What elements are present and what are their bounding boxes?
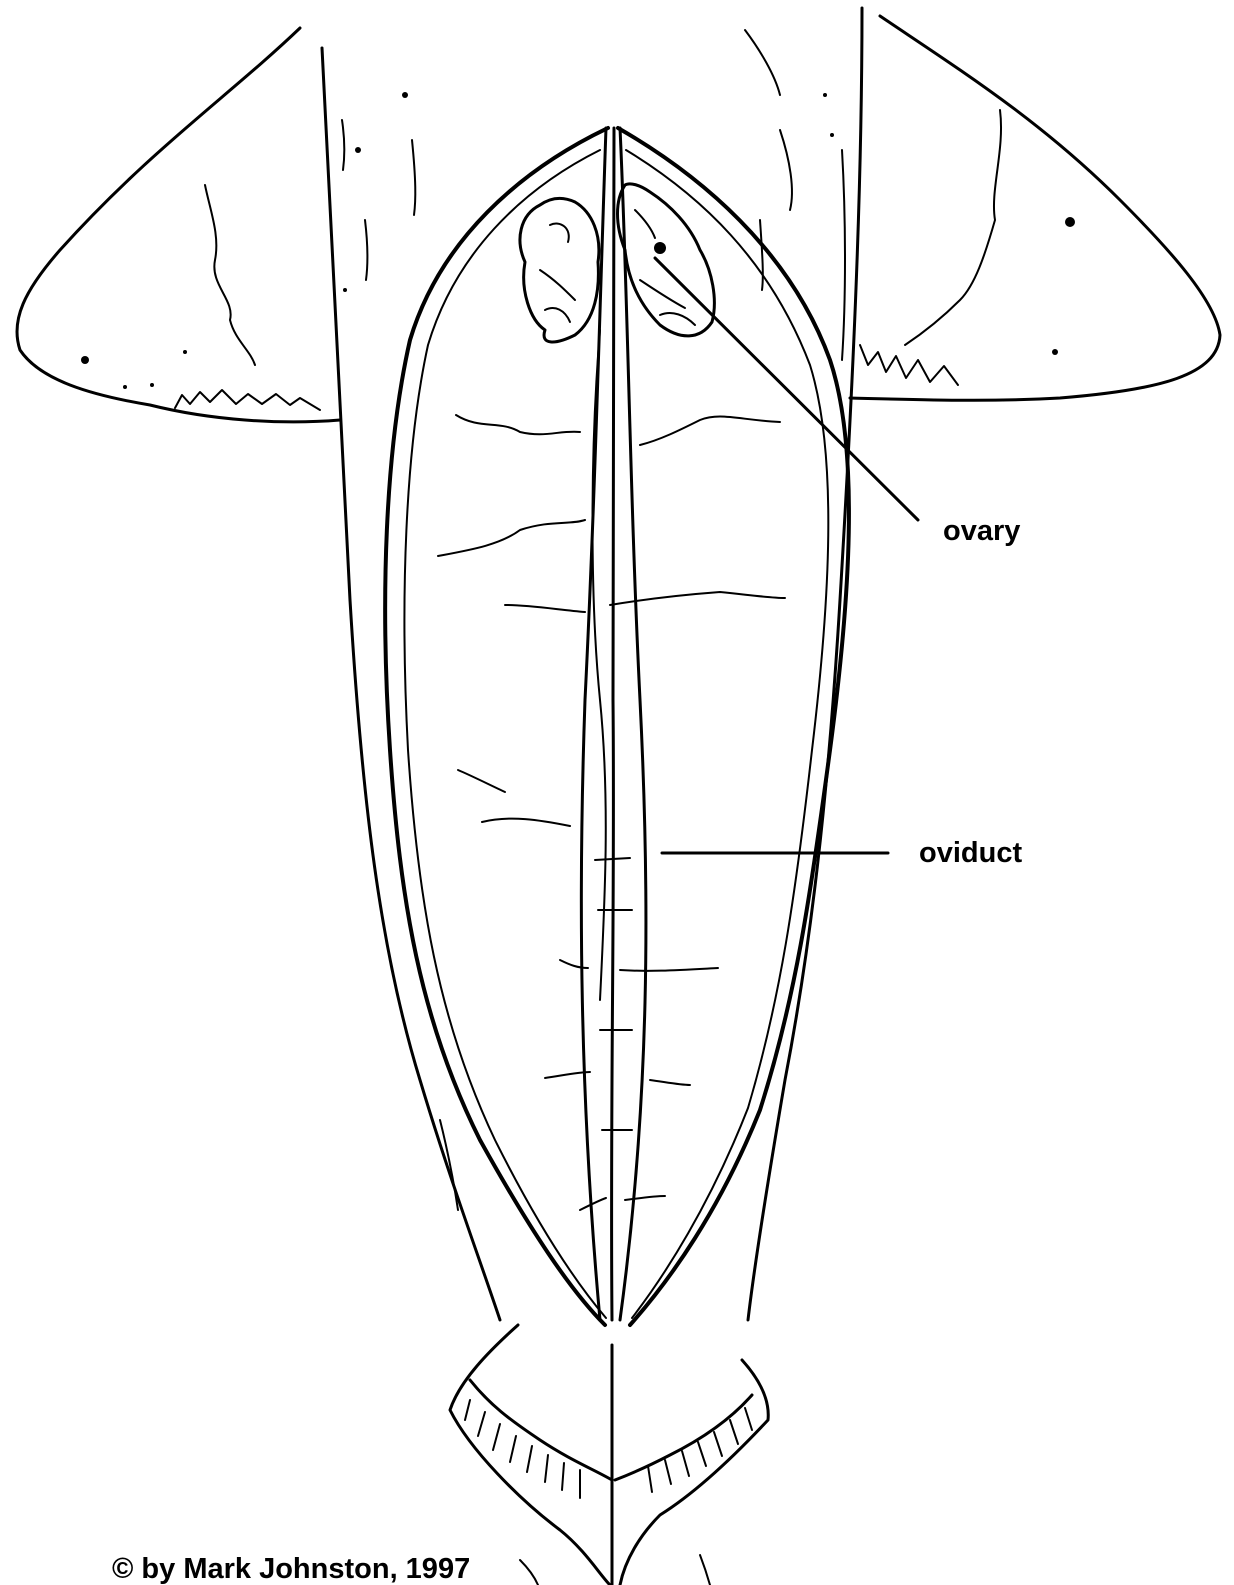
ovary-leader-line <box>655 258 918 520</box>
body-cavity <box>385 128 849 1325</box>
right-skin-flap <box>850 16 1220 400</box>
cloaca-region <box>450 1325 768 1585</box>
oviducts <box>581 128 646 1320</box>
oviduct-label: oviduct <box>919 837 1022 869</box>
ovary-left <box>520 198 599 342</box>
ovary-label: ovary <box>943 515 1020 547</box>
left-skin-flap <box>17 28 340 422</box>
body-outline <box>322 8 862 1320</box>
copyright-text: © by Mark Johnston, 1997 <box>112 1553 470 1585</box>
ovary-right <box>618 184 715 336</box>
